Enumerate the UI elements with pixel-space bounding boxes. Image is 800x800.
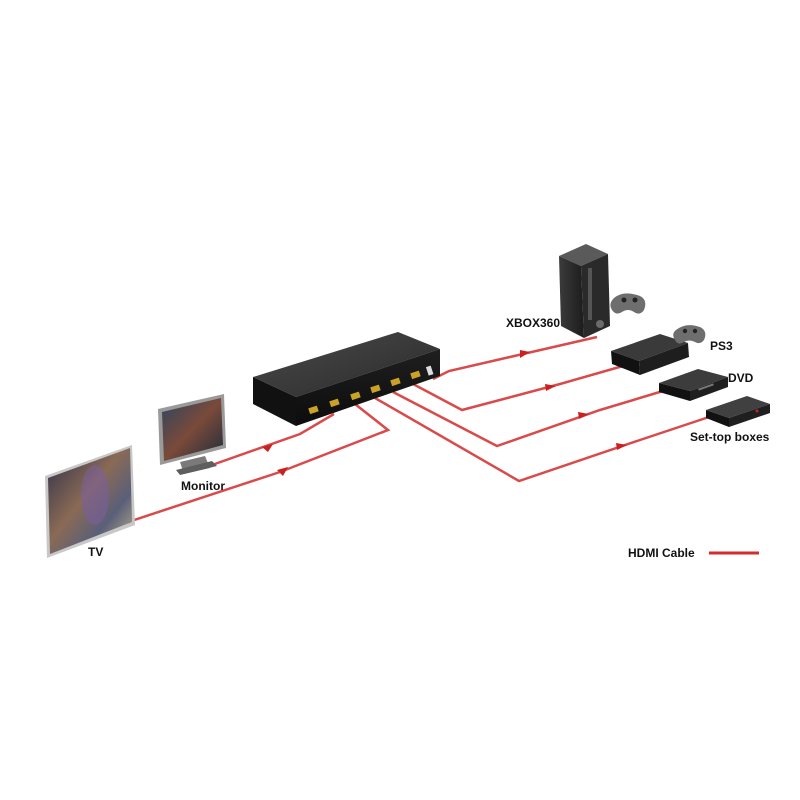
- hdmi-switch-icon: [253, 332, 440, 426]
- gamepad-icon: [673, 325, 706, 344]
- label-dvd: DVD: [728, 371, 754, 385]
- gamepad-icon: [610, 293, 646, 314]
- dvd-player-icon: [659, 369, 728, 401]
- cable-arrow: [262, 444, 273, 452]
- tv-icon: [45, 445, 135, 558]
- label-ps3: PS3: [710, 339, 733, 353]
- cable-xbox: [432, 335, 598, 381]
- cable-tv: [133, 403, 391, 522]
- set-top-box-icon: [706, 396, 770, 427]
- cable-arrow: [277, 467, 288, 476]
- cable-settop: [374, 396, 713, 483]
- cable-arrow: [578, 412, 589, 419]
- cable-monitor: [211, 412, 335, 467]
- label-tv: TV: [88, 545, 104, 559]
- cable-arrow: [545, 384, 556, 391]
- ps3-console-icon: [611, 334, 689, 375]
- cable-arrow: [520, 350, 530, 358]
- cable-dvd: [392, 389, 664, 448]
- label-monitor: Monitor: [181, 479, 225, 493]
- label-set-top-boxes: Set-top boxes: [690, 430, 770, 444]
- legend-label: HDMI Cable: [628, 546, 695, 560]
- hdmi-ports: [308, 365, 434, 415]
- label-xbox360: XBOX360: [506, 316, 561, 330]
- monitor-icon: [158, 394, 226, 475]
- xbox-console-icon: [559, 244, 610, 338]
- cable-ps3: [412, 364, 624, 412]
- cables: [133, 335, 713, 522]
- cable-arrow: [616, 443, 627, 450]
